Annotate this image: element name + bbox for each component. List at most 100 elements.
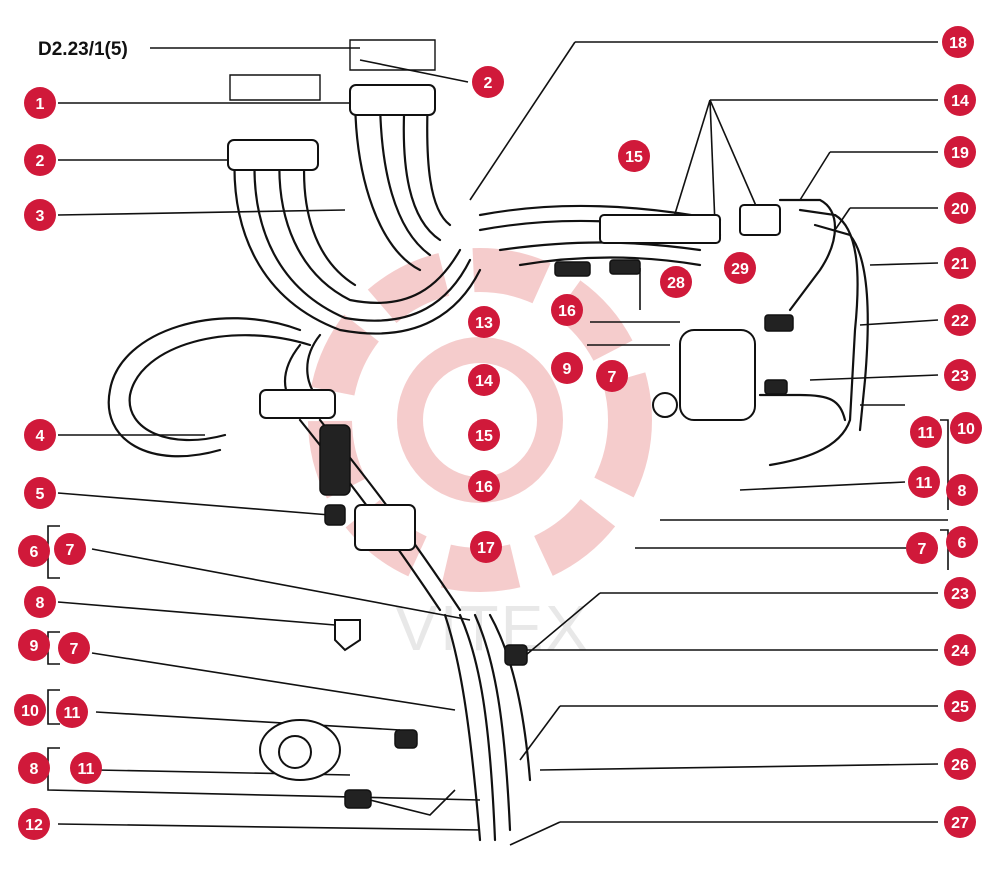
coupling-cluster — [259, 389, 336, 419]
callout-badge-label: 15 — [475, 428, 493, 445]
callout-badge-circle — [946, 526, 978, 558]
fitting-22 — [764, 314, 794, 332]
callout-badge-circle — [56, 696, 88, 728]
callout-badge: 2 — [472, 66, 504, 98]
callout-badge-label: 13 — [475, 315, 493, 332]
fitting-stack — [319, 424, 351, 496]
callout-badge: 6 — [946, 526, 978, 558]
callout-badge-label: 2 — [36, 153, 45, 170]
callout-badge-circle — [910, 416, 942, 448]
watermark-text: VITEX — [395, 592, 590, 664]
callout-badge-circle — [24, 477, 56, 509]
callout-badge: 9 — [18, 629, 50, 661]
callout-badge-circle — [54, 533, 86, 565]
fitting-nut-28 — [609, 259, 641, 275]
fitting-24 — [504, 644, 528, 666]
callout-badge-label: 11 — [78, 761, 95, 778]
callout-badge: 23 — [944, 359, 976, 391]
callout-badge-label: 19 — [951, 145, 969, 162]
callout-badge: 7 — [58, 632, 90, 664]
callout-badge-label: 23 — [951, 586, 969, 603]
callout-badge: 2 — [24, 144, 56, 176]
callout-badge-circle — [944, 247, 976, 279]
callout-badge-label: 25 — [951, 699, 969, 716]
callout-badge: 14 — [944, 84, 976, 116]
callout-badge-circle — [944, 136, 976, 168]
callout-badge-label: 4 — [36, 428, 45, 445]
callout-badge-circle — [468, 419, 500, 451]
leader-lines-right — [359, 41, 949, 846]
callout-badge-circle — [908, 466, 940, 498]
valve-cap — [652, 392, 678, 418]
callout-badge: 11 — [70, 752, 102, 784]
callout-badge-label: 8 — [958, 483, 967, 500]
callout-badge-circle — [944, 690, 976, 722]
callout-badge-circle — [660, 266, 692, 298]
valve-body — [679, 329, 756, 421]
callout-badge-label: 18 — [949, 35, 967, 52]
fitting-row-top — [599, 214, 721, 244]
fitting-block-left — [227, 139, 319, 171]
callout-badge-circle — [24, 199, 56, 231]
callout-badge-label: 12 — [25, 817, 43, 834]
callout-badge-circle — [551, 352, 583, 384]
callout-badge-label: 28 — [667, 275, 685, 292]
callout-badge-label: 7 — [70, 641, 79, 658]
callout-badge-circle — [944, 748, 976, 780]
callout-badge-label: 9 — [563, 361, 572, 378]
callout-badge: 6 — [18, 535, 50, 567]
callout-badge-circle — [70, 752, 102, 784]
callout-badge-circle — [724, 252, 756, 284]
callout-badge-circle — [18, 808, 50, 840]
callout-badge-label: 24 — [951, 643, 969, 660]
fitting-12 — [344, 789, 372, 809]
callout-badge: 8 — [946, 474, 978, 506]
callout-badge: 16 — [551, 294, 583, 326]
callout-badge-label: 6 — [30, 544, 39, 561]
callout-badge: 16 — [468, 470, 500, 502]
callout-badge-circle — [18, 535, 50, 567]
callout-badge-label: 11 — [918, 425, 935, 442]
callout-badge-label: 17 — [477, 540, 495, 557]
callout-badge-label: 14 — [951, 93, 969, 110]
callout-badge-label: 16 — [558, 303, 576, 320]
callout-badge-label: 9 — [30, 638, 39, 655]
callout-badge-circle — [944, 634, 976, 666]
callout-badge-label: 23 — [951, 368, 969, 385]
callout-badge-circle — [551, 294, 583, 326]
callout-badge-circle — [472, 66, 504, 98]
callout-badge-circle — [24, 419, 56, 451]
callout-badge-circle — [14, 694, 46, 726]
callout-badge-label: 15 — [625, 149, 643, 166]
callout-badge: 24 — [944, 634, 976, 666]
callout-badge: 11 — [910, 416, 942, 448]
fitting-5 — [324, 504, 346, 526]
callout-badge-circle — [18, 629, 50, 661]
callout-badge: 17 — [470, 531, 502, 563]
callout-badge-circle — [24, 87, 56, 119]
callout-badge: 20 — [944, 192, 976, 224]
callout-badge-circle — [468, 364, 500, 396]
callout-badge-label: 1 — [36, 96, 45, 113]
callout-badge-circle — [906, 532, 938, 564]
callout-badge-circle — [24, 144, 56, 176]
callout-badge-circle — [18, 752, 50, 784]
callout-badge-circle — [944, 84, 976, 116]
callout-badge: 4 — [24, 419, 56, 451]
callout-badge-label: 16 — [475, 479, 493, 496]
callout-badge: 25 — [944, 690, 976, 722]
callout-badge: 29 — [724, 252, 756, 284]
callout-badge-label: 20 — [951, 201, 969, 218]
callout-badge: 19 — [944, 136, 976, 168]
callout-badge-circle — [944, 304, 976, 336]
callout-badge: 8 — [18, 752, 50, 784]
callout-badge-label: 10 — [21, 703, 39, 720]
callout-badge-label: 3 — [36, 208, 45, 225]
callout-badge: 26 — [944, 748, 976, 780]
callout-badge: 7 — [906, 532, 938, 564]
callout-badge: 23 — [944, 577, 976, 609]
callout-badge-label: 27 — [951, 815, 969, 832]
callout-badge-label: 8 — [30, 761, 39, 778]
manifold-block-17 — [354, 504, 416, 551]
